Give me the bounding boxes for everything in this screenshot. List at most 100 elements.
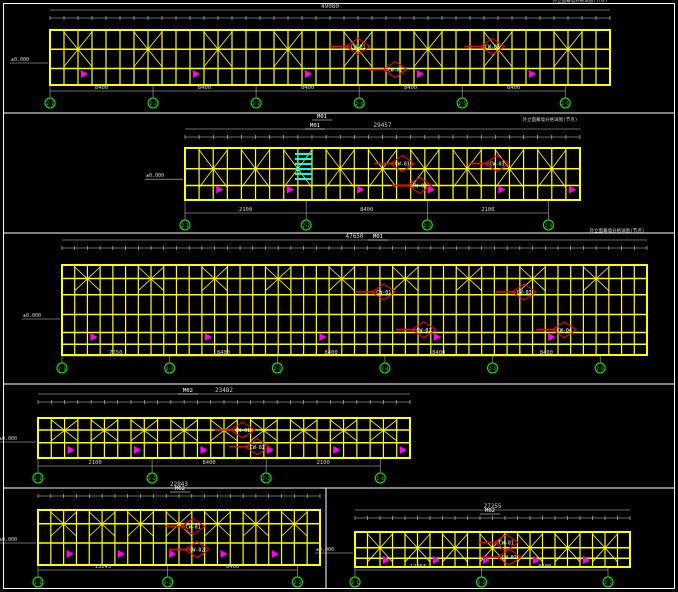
tag-label: CW-02 — [250, 445, 265, 451]
tag-label: CW-01 — [235, 428, 250, 434]
bay-dimension: 7650 — [109, 350, 122, 356]
bay-dimension: 2100 — [317, 460, 330, 466]
axis-bubble — [379, 362, 391, 374]
axis-bubble — [300, 219, 312, 231]
panel-diagonal — [138, 266, 165, 291]
elevation-note: 外立面幕墙分格详图(节点) — [553, 0, 608, 4]
tag-diamond[interactable] — [493, 533, 520, 552]
opening-marker — [583, 556, 590, 564]
sheet-border — [3, 3, 675, 589]
opening-marker — [427, 185, 435, 194]
axis-bubble — [162, 576, 174, 588]
axis-bubble — [602, 576, 614, 588]
opening-marker — [333, 446, 341, 454]
level-value: ±0.000 — [0, 436, 17, 442]
bay-dimension: 2100 — [239, 207, 252, 213]
panel-diagonal — [452, 149, 482, 188]
axis-bubble — [271, 362, 283, 374]
panel-diagonal — [553, 31, 583, 67]
panel-diagonal — [442, 533, 468, 563]
opening-marker — [498, 185, 506, 194]
axis-bubble — [32, 576, 44, 588]
panel-diagonal — [50, 511, 77, 537]
axis-label: 2-4 — [356, 101, 364, 106]
tag-label: CW-01 — [350, 45, 365, 51]
axis-label: 2-2 — [164, 580, 172, 585]
opening-marker — [193, 70, 200, 78]
axis-label: 2-3 — [274, 366, 282, 371]
opening-marker — [286, 185, 294, 194]
panel-diagonal — [413, 31, 443, 67]
sheet-label: M02 — [175, 486, 185, 492]
panel-diagonal — [241, 149, 270, 188]
tag-diamond[interactable] — [345, 37, 371, 56]
tag-diamond[interactable] — [244, 438, 271, 456]
bay-dimension: 2100 — [88, 460, 101, 466]
bay-dimension: 8400 — [217, 350, 230, 356]
tag-diamond[interactable] — [406, 176, 433, 195]
tag-label: CW-02 — [502, 555, 517, 561]
bay-dimension: 8400 — [198, 85, 211, 91]
tag-diamond[interactable] — [496, 548, 523, 566]
bay-dimension: 8400 — [507, 85, 520, 91]
panel-diagonal — [495, 149, 524, 188]
opening-marker — [319, 333, 327, 341]
tag-diamond[interactable] — [382, 60, 409, 79]
tag-diamond[interactable] — [370, 283, 397, 301]
opening-marker — [200, 446, 208, 454]
tag-label: CW-03 — [485, 45, 500, 51]
overall-dimension: 27255 — [483, 503, 501, 510]
axis-label: 2-2 — [303, 223, 311, 228]
tag-diamond[interactable] — [479, 37, 506, 56]
axis-label: 2-4 — [381, 366, 389, 371]
stair-block — [295, 153, 312, 180]
axis-bubble — [487, 362, 499, 374]
axis-bubble — [421, 219, 433, 231]
axis-label: 2-3 — [294, 580, 302, 585]
axis-label: 2-2 — [149, 101, 157, 106]
panel-diagonal — [328, 266, 355, 291]
level-value: ±0.000 — [11, 57, 29, 63]
tag-diamond[interactable] — [229, 421, 256, 439]
tag-diamond[interactable] — [411, 321, 437, 339]
tag-diamond[interactable] — [180, 517, 207, 536]
tag-diamond[interactable] — [511, 283, 538, 301]
bay-dimension: 8400 — [404, 85, 417, 91]
panel-diagonal — [330, 419, 358, 442]
panel-diagonal — [203, 31, 233, 67]
panel-diagonal — [165, 511, 193, 537]
panel-diagonal — [583, 266, 610, 291]
axis-label: 2-2 — [478, 580, 486, 585]
axis-bubble — [349, 576, 361, 588]
tag-label: CW-03 — [517, 290, 532, 296]
axis-bubble — [250, 97, 262, 109]
sheet-label: M02 — [183, 388, 193, 394]
panel-diagonal — [88, 511, 116, 537]
tag-diamond[interactable] — [484, 154, 510, 173]
panel-diagonal — [201, 266, 228, 291]
panel-diagonal — [554, 533, 581, 563]
axis-bubble — [476, 576, 487, 588]
panel-diagonal — [343, 31, 373, 67]
panel-diagonal — [265, 266, 292, 291]
axis-label: 2-2 — [148, 476, 156, 481]
level-value: ±0.000 — [0, 537, 17, 543]
panel-diagonal — [130, 419, 158, 442]
axis-label: 2-2 — [166, 366, 174, 371]
bay-dimension: 12255 — [410, 564, 427, 570]
tag-diamond[interactable] — [184, 540, 210, 559]
panel-diagonal — [242, 511, 270, 537]
axis-label: 2-3 — [252, 101, 260, 106]
opening-marker — [169, 550, 177, 558]
tag-diamond[interactable] — [389, 154, 416, 173]
tag-diamond[interactable] — [551, 321, 578, 339]
panel-diagonal — [592, 533, 618, 563]
axis-bubble — [56, 362, 68, 374]
opening-marker — [433, 333, 441, 341]
